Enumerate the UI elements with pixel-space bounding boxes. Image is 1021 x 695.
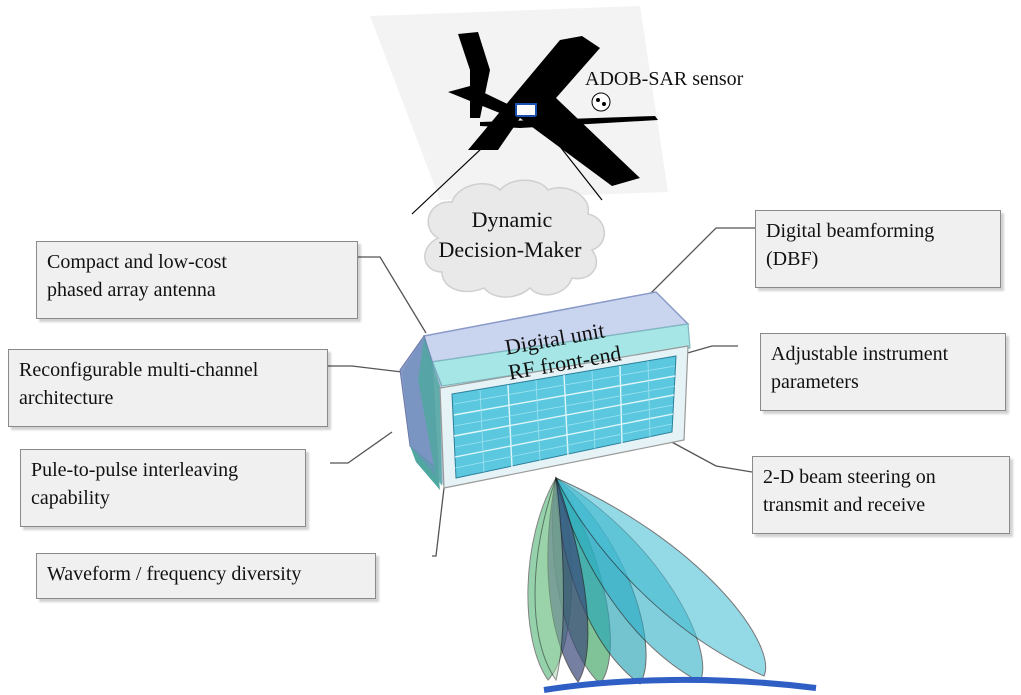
feature-reconfigurable-line2: architecture: [19, 387, 114, 409]
module-side-teal: [418, 338, 442, 486]
brain-label-line2: Decision-Maker: [439, 237, 583, 262]
phased-array-module: Digital unit RF front-end: [399, 291, 691, 490]
sar-pod: [515, 103, 537, 117]
ground-surface: [543, 676, 817, 693]
feature-compact-antenna-line1: Compact and low-cost: [47, 251, 227, 273]
callout-interleave: [330, 431, 393, 464]
feature-digital-beamforming: Digital beamforming (DBF): [755, 210, 1001, 288]
callout-steering: [667, 439, 753, 473]
feature-pulse-interleaving-line2: capability: [31, 487, 110, 509]
feature-beam-steering-line1: 2-D beam steering on: [763, 466, 936, 488]
feature-dbf-line1: Digital beamforming: [766, 220, 935, 242]
antenna-subgrid: [453, 360, 676, 473]
feature-adjustable-line1: Adjustable instrument: [771, 343, 949, 365]
pod-line-right: [535, 115, 603, 201]
feature-beam-steering: 2-D beam steering on transmit and receiv…: [752, 456, 1010, 534]
antenna-grid: [453, 365, 676, 468]
aircraft-icon: [448, 32, 658, 186]
feature-waveform-diversity: Waveform / frequency diversity: [36, 553, 376, 599]
feature-reconfigurable-line1: Reconfigurable multi-channel: [19, 359, 259, 381]
pod-line-left: [411, 115, 517, 215]
feature-adjustable-line2: parameters: [771, 371, 859, 393]
sensor-label: ADOB-SAR sensor: [585, 68, 744, 90]
feature-beam-steering-line2: transmit and receive: [763, 494, 926, 516]
feature-pulse-interleaving: Pule-to-pulse interleaving capability: [20, 449, 306, 527]
radar-beams: [527, 476, 766, 685]
callout-reconfig: [328, 365, 403, 373]
callout-waveform: [432, 487, 445, 557]
feature-compact-antenna-line2: phased array antenna: [47, 279, 216, 301]
feature-dbf-line2: (DBF): [766, 248, 819, 270]
feature-compact-antenna: Compact and low-cost phased array antenn…: [36, 241, 358, 319]
feature-waveform-diversity-line1: Waveform / frequency diversity: [47, 563, 302, 585]
callout-compact: [358, 256, 427, 334]
callout-adjustable: [683, 345, 738, 355]
feature-pulse-interleaving-line1: Pule-to-pulse interleaving: [31, 459, 239, 481]
feature-adjustable-params: Adjustable instrument parameters: [760, 333, 1006, 411]
feature-reconfigurable: Reconfigurable multi-channel architectur…: [8, 349, 328, 427]
brain-label-line1: Dynamic: [472, 207, 553, 232]
callout-lines: [328, 227, 755, 557]
brain-icon: [424, 179, 606, 298]
callout-dbf: [639, 227, 755, 305]
module-side-bottom: [410, 446, 440, 490]
